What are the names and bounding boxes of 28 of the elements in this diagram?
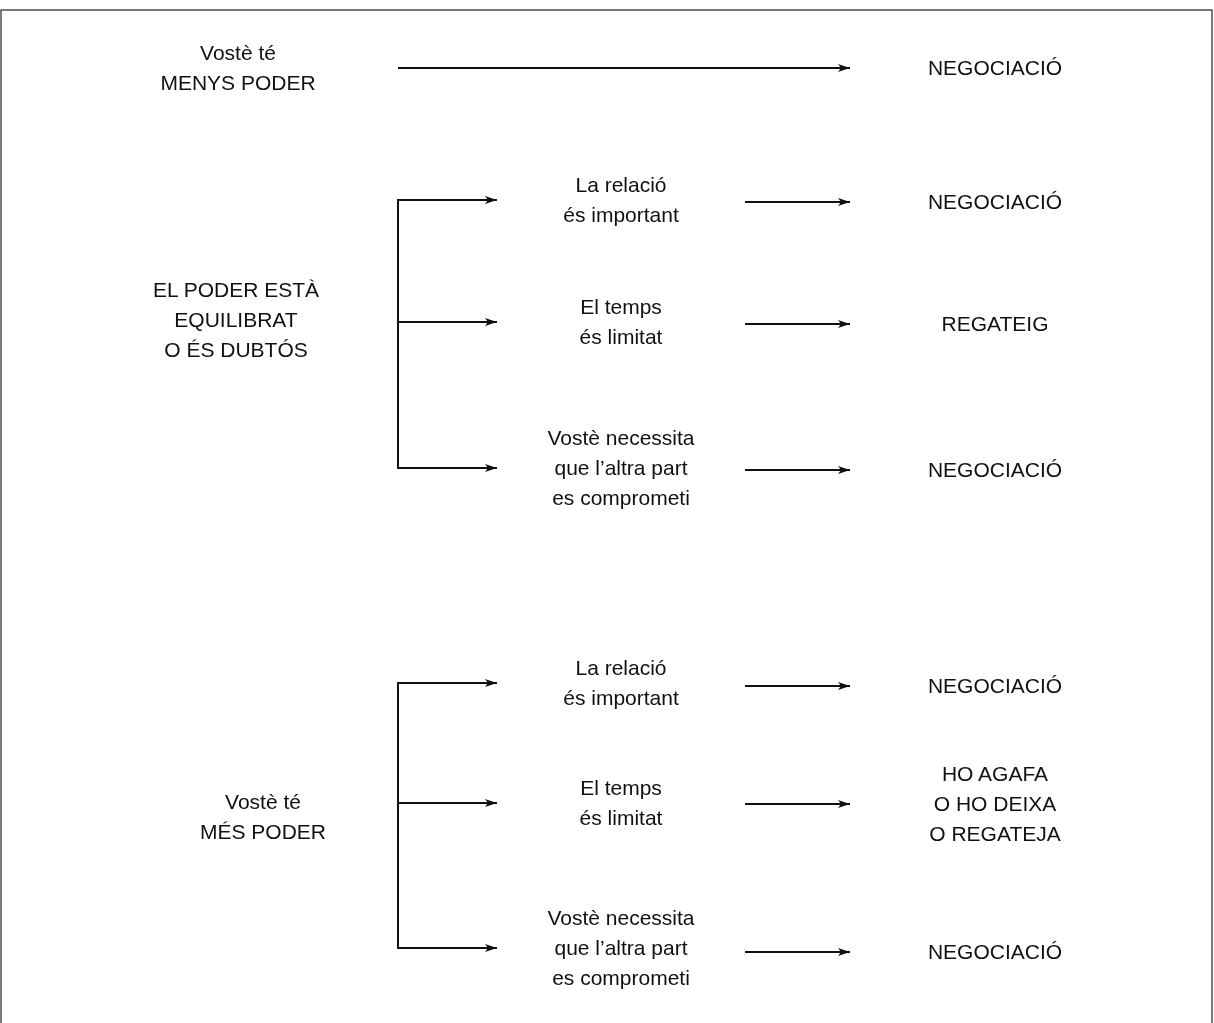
arrow xyxy=(397,799,498,818)
arrow xyxy=(744,682,851,690)
node-label: Vostè necessita que l’altra part es comprometi xyxy=(546,425,696,511)
node-label: NEGOCIACIÓ xyxy=(927,673,1063,699)
node-label: HO AGAFA O HO DEIXA O REGATEJA xyxy=(928,761,1062,847)
node-label: La relació és important xyxy=(562,172,680,228)
arrow xyxy=(397,196,498,321)
arrow xyxy=(744,800,851,808)
arrow xyxy=(744,466,851,474)
node-label: La relació és important xyxy=(562,655,680,711)
node-label: Vostè necessita que l’altra part es comprometi xyxy=(546,905,696,991)
arrow xyxy=(744,198,851,206)
node-label: REGATEIG xyxy=(941,311,1049,337)
arrow xyxy=(397,319,498,472)
arrow xyxy=(744,948,851,956)
node-label: Vostè té MÉS PODER xyxy=(199,789,327,845)
node-label: NEGOCIACIÓ xyxy=(927,55,1063,81)
node-label: NEGOCIACIÓ xyxy=(927,189,1063,215)
node-label: El temps és limitat xyxy=(578,775,664,831)
node-label: NEGOCIACIÓ xyxy=(927,457,1063,483)
node-label: NEGOCIACIÓ xyxy=(927,939,1063,965)
node-label: EL PODER ESTÀ EQUILIBRAT O ÉS DUBTÓS xyxy=(151,277,321,363)
node-label: Vostè té MENYS PODER xyxy=(159,40,317,96)
arrow xyxy=(397,64,851,72)
arrow xyxy=(744,320,851,328)
arrow xyxy=(397,318,498,326)
arrow xyxy=(397,816,498,952)
node-label: El temps és limitat xyxy=(578,294,664,350)
